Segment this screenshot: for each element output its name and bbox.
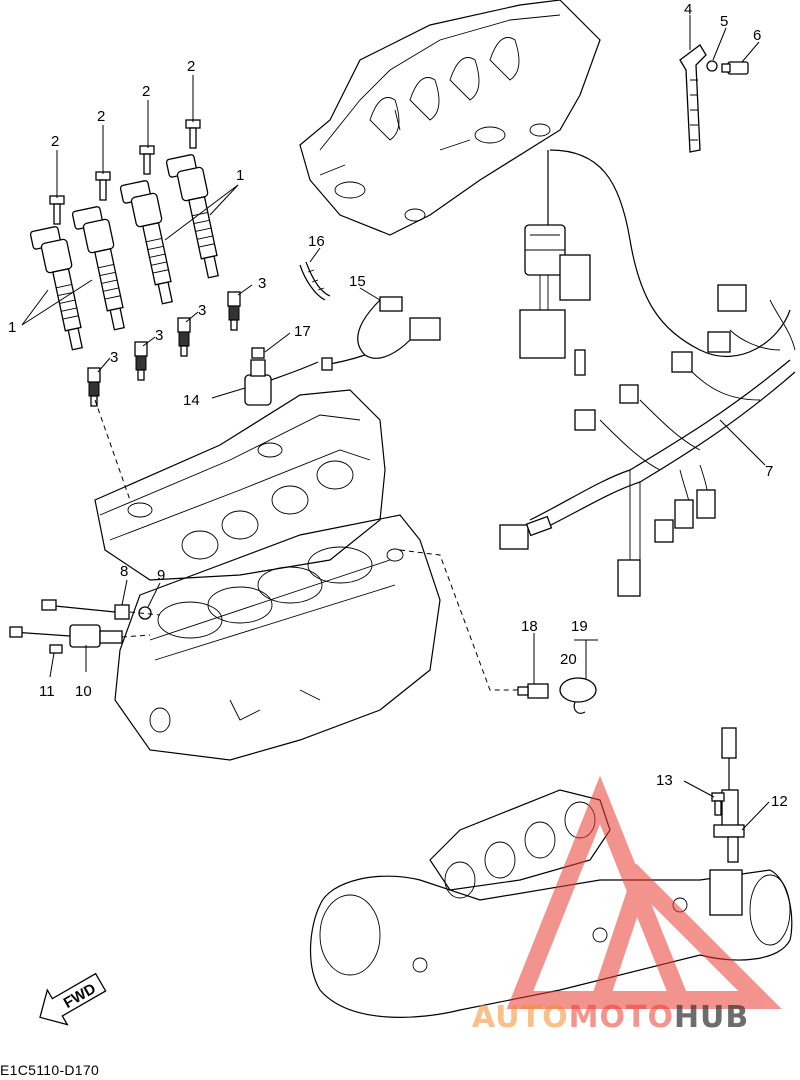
callout-14: 14 xyxy=(183,392,200,409)
callout-11: 11 xyxy=(39,683,55,700)
sensor-10-11 xyxy=(9,624,123,654)
wire-harness xyxy=(499,149,796,597)
throttle-body xyxy=(310,789,793,1018)
wire-clamp-16 xyxy=(299,261,331,301)
callout-8: 8 xyxy=(120,563,128,580)
fwd-arrow: FWD xyxy=(39,972,107,1026)
callout-6: 6 xyxy=(753,27,761,44)
callout-16: 16 xyxy=(308,233,325,250)
callout-2: 2 xyxy=(51,133,59,150)
head-cover xyxy=(299,0,601,236)
sensor-12 xyxy=(713,727,745,863)
callout-3: 3 xyxy=(198,302,206,319)
callout-2: 2 xyxy=(97,108,105,125)
cylinder-head xyxy=(94,389,386,581)
ignition-coils xyxy=(29,154,219,351)
callout-3: 3 xyxy=(155,327,163,344)
callout-2: 2 xyxy=(187,58,195,75)
callout-13: 13 xyxy=(656,772,673,789)
sensor-15 xyxy=(321,296,441,371)
callout-5: 5 xyxy=(720,13,728,30)
callout-labels: 1 1 2 2 2 2 3 3 3 3 4 5 6 7 8 9 10 11 12… xyxy=(8,1,788,810)
callout-18: 18 xyxy=(521,618,538,635)
cam-sensor-assembly xyxy=(519,150,591,376)
watermark-hub: HUB xyxy=(673,1000,750,1035)
callout-2: 2 xyxy=(142,83,150,100)
callout-9: 9 xyxy=(157,567,165,584)
callout-1: 1 xyxy=(236,167,244,184)
sensor-14 xyxy=(244,347,319,406)
watermark-moto: MOTO xyxy=(568,1000,674,1035)
sensor-18 xyxy=(517,683,549,699)
sensor-8-9 xyxy=(41,599,152,620)
cylinder-block xyxy=(114,514,441,761)
callout-4: 4 xyxy=(684,1,692,18)
callout-19: 19 xyxy=(571,618,588,635)
callout-12: 12 xyxy=(771,793,788,810)
callout-3: 3 xyxy=(110,349,118,366)
leader-lines xyxy=(21,15,770,831)
coil-bolts xyxy=(49,119,201,225)
watermark-text: AUTOMOTOHUB xyxy=(472,1000,749,1035)
callout-17: 17 xyxy=(294,323,311,340)
sensor-19-20 xyxy=(559,677,597,714)
callout-20: 20 xyxy=(560,651,577,668)
callout-7: 7 xyxy=(765,463,773,480)
watermark-logo xyxy=(506,775,782,1009)
callout-3: 3 xyxy=(258,275,266,292)
callout-1: 1 xyxy=(8,319,16,336)
clamp-bolt-set xyxy=(679,44,749,153)
figure-code: E1C5110-D170 xyxy=(0,1062,100,1078)
callout-10: 10 xyxy=(75,683,92,700)
callout-15: 15 xyxy=(349,273,366,290)
bolt-13 xyxy=(711,792,725,816)
watermark-auto: AUTO xyxy=(472,1000,569,1035)
